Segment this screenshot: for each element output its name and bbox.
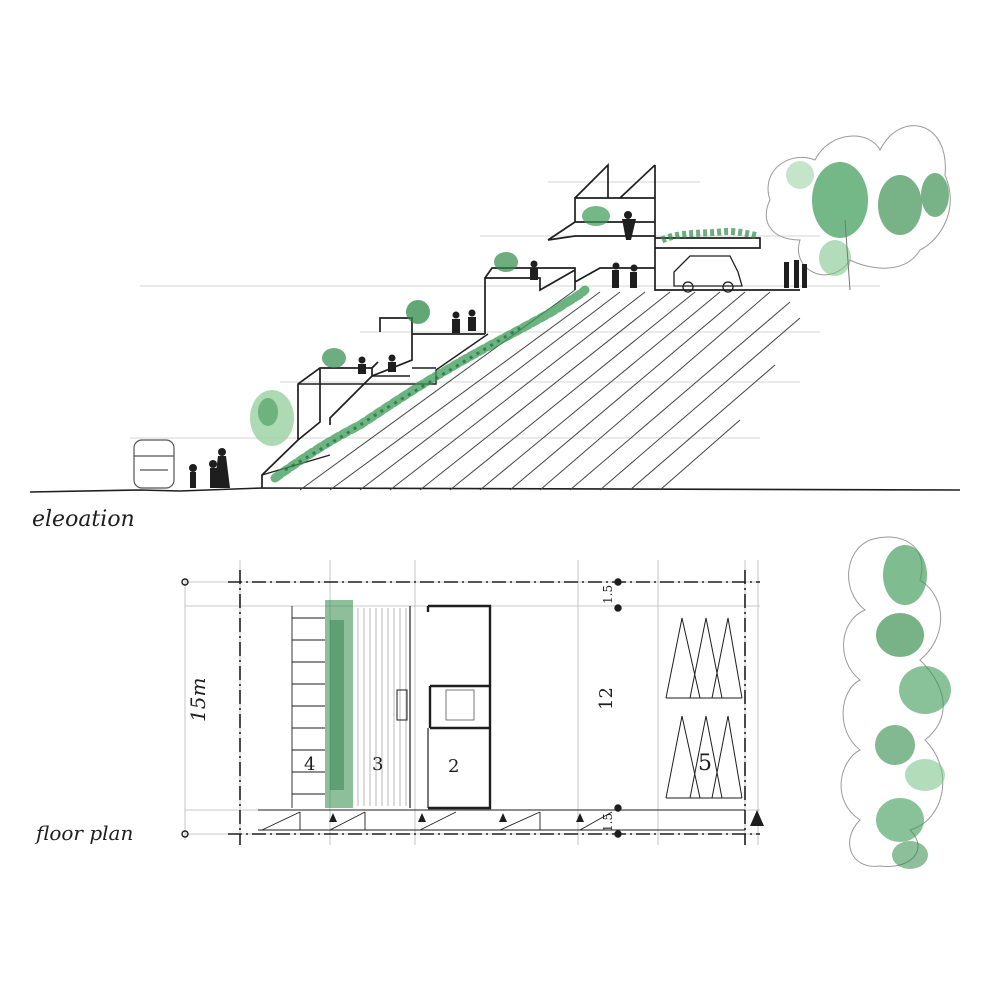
sidewalk-strip bbox=[258, 809, 745, 831]
entrance-arrow-1-icon bbox=[329, 813, 337, 822]
people-figures bbox=[189, 211, 807, 488]
elevation-drawing: eleoation bbox=[29, 125, 961, 532]
zone-label-3: 3 bbox=[372, 754, 383, 775]
slope-vegetation bbox=[270, 285, 590, 483]
plan-tree-column-icon bbox=[840, 536, 951, 869]
tree-terrace-4-icon bbox=[494, 252, 518, 272]
elevation-label: eleoation bbox=[32, 507, 135, 532]
construction-lines bbox=[130, 181, 880, 439]
entrance-arrow-main-icon bbox=[750, 810, 764, 826]
dimension-middle-12: 12 bbox=[596, 687, 617, 710]
tree-terrace-3-icon bbox=[406, 300, 430, 324]
kitchen-detail bbox=[445, 689, 475, 721]
dimension-top-1-5: 1.5 bbox=[601, 585, 615, 604]
hedge-top bbox=[660, 228, 759, 244]
people-terrace-4-icon bbox=[622, 211, 636, 240]
zone-5-parking bbox=[665, 617, 743, 799]
dimension-points bbox=[181, 578, 622, 838]
tree-terrace-5-icon bbox=[582, 206, 610, 226]
floor-plan-label: floor plan bbox=[34, 821, 133, 845]
car-icon bbox=[673, 255, 743, 293]
zone-3-hatch bbox=[357, 608, 407, 806]
plan-grid-lines bbox=[184, 560, 760, 845]
zone-label-5: 5 bbox=[698, 751, 712, 776]
people-terrace-3-icon bbox=[530, 260, 538, 280]
stair-detail bbox=[396, 689, 408, 721]
entrance-markers bbox=[329, 810, 764, 826]
zone-2-room bbox=[426, 604, 492, 810]
people-top-icon bbox=[612, 260, 807, 288]
tree-cluster-right-icon bbox=[765, 125, 951, 291]
plan-boundary-lines bbox=[228, 570, 760, 845]
terrace-slabs bbox=[261, 333, 489, 476]
zone-label-4: 4 bbox=[304, 754, 315, 775]
dimension-bottom-1-5: 1.5 bbox=[601, 813, 615, 832]
entrance-arrow-4-icon bbox=[576, 813, 584, 822]
plan-hedge-strip bbox=[325, 600, 353, 808]
entrance-arrow-2-icon bbox=[418, 813, 426, 822]
entrance-arrow-3-icon bbox=[499, 813, 507, 822]
slope-hatch bbox=[299, 289, 801, 491]
people-street-icon bbox=[189, 448, 230, 488]
people-terrace-2-icon bbox=[452, 309, 476, 333]
zone-4-steps bbox=[291, 606, 325, 808]
elevation-trees bbox=[250, 125, 951, 446]
bus-icon bbox=[133, 439, 175, 489]
zone-label-2: 2 bbox=[448, 756, 459, 777]
floor-plan-drawing: 4 3 2 5 15m 1.5 12 1.5 floor plan bbox=[34, 536, 951, 869]
dimension-15m: 15m bbox=[186, 678, 210, 722]
people-terrace-1-icon bbox=[358, 354, 396, 374]
ground-line bbox=[29, 487, 961, 493]
tree-terrace-2-icon bbox=[322, 348, 346, 368]
